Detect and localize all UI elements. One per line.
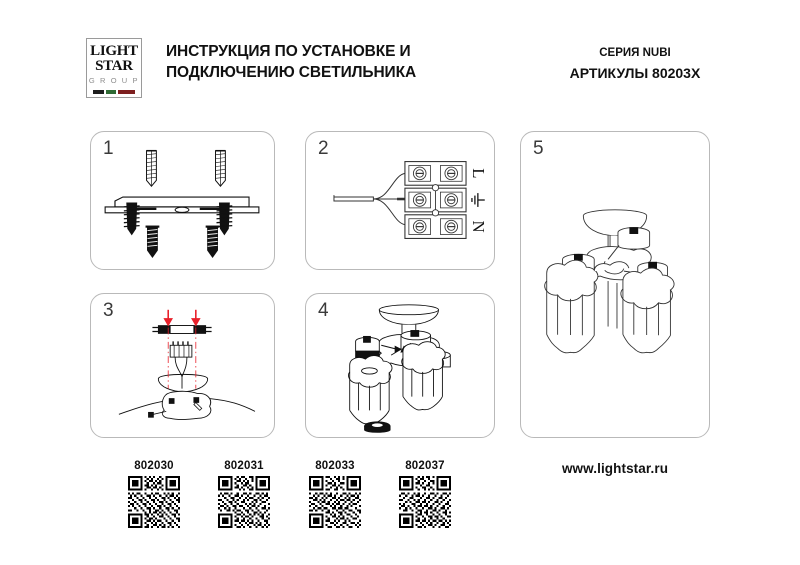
- panel-number-2: 2: [318, 138, 329, 159]
- logo-text-light: LIGHT: [90, 43, 138, 59]
- website-url[interactable]: www.lightstar.ru: [561, 461, 669, 476]
- terminal-label-live: L: [469, 168, 488, 178]
- instruction-panel-5: 5: [520, 131, 710, 438]
- assembly-arrow: [381, 344, 402, 353]
- series-label: СЕРИЯ NUBI: [599, 47, 671, 59]
- glass-shade-left: [544, 259, 599, 354]
- logo-text-star: STAR: [95, 58, 133, 74]
- page-title: ИНСТРУКЦИЯ ПО УСТАНОВКЕ И ПОДКЛЮЧЕНИЮ СВ…: [166, 41, 466, 83]
- qr-item-802030: 802030: [118, 460, 190, 528]
- direction-arrow-left: [163, 309, 173, 327]
- inserted-anchor-right: [216, 202, 233, 236]
- page-title-line-2: ПОДКЛЮЧЕНИЮ СВЕТИЛЬНИКА: [166, 64, 417, 81]
- connector-wires: [174, 357, 188, 389]
- qr-code-label: 802033: [315, 460, 355, 472]
- qr-code-icon[interactable]: [128, 476, 180, 528]
- panel-5-illustration: [544, 209, 675, 354]
- qr-code-label: 802030: [134, 460, 174, 472]
- mount-screw: [168, 397, 203, 411]
- glass-shade-left: [348, 355, 393, 425]
- direction-arrow-right: [191, 309, 201, 327]
- supply-cable: [333, 172, 406, 226]
- logo-color-bar: [93, 90, 135, 94]
- glass-shade-back: [593, 261, 630, 329]
- alignment-guides: [167, 327, 197, 389]
- panel-number-1: 1: [103, 138, 114, 159]
- mount-screw-side: [148, 410, 167, 418]
- instruction-panel-4: 4: [305, 293, 495, 438]
- qr-code-label: 802037: [405, 460, 445, 472]
- series-info: СЕРИЯ NUBI АРТИКУЛЫ 80203Х: [520, 44, 750, 84]
- article-label: АРТИКУЛЫ 80203Х: [569, 65, 701, 81]
- instruction-panel-2: 2: [305, 131, 495, 270]
- terminal-label-neutral: N: [469, 221, 488, 233]
- glass-shade-right: [620, 267, 675, 354]
- terminal-screw: [408, 218, 463, 235]
- panel-3-illustration: [118, 309, 256, 420]
- inserted-anchor-left: [123, 202, 140, 236]
- qr-code-icon[interactable]: [218, 476, 270, 528]
- qr-item-802033: 802033: [299, 460, 371, 528]
- panel-2-illustration: L N: [333, 161, 488, 239]
- earth-ground-icon: [471, 193, 485, 207]
- mounting-bracket-bar: [152, 325, 212, 334]
- qr-item-802037: 802037: [389, 460, 461, 528]
- wall-anchor-right: [215, 149, 226, 187]
- qr-code-icon[interactable]: [309, 476, 361, 528]
- panel-number-5: 5: [533, 138, 544, 159]
- instruction-panel-1: 1: [90, 131, 275, 270]
- lamp-socket-upper-right: [607, 227, 651, 260]
- qr-code-icon[interactable]: [399, 476, 451, 528]
- terminal-screw: [408, 165, 463, 182]
- instruction-panel-3: 3: [90, 293, 275, 438]
- fixing-nut: [364, 421, 391, 433]
- page-header: LIGHT STAR G R O U P ИНСТРУКЦИЯ ПО УСТАН…: [0, 0, 800, 112]
- qr-item-802031: 802031: [208, 460, 280, 528]
- terminal-screw: [408, 191, 463, 209]
- terminal-connector: [169, 341, 193, 358]
- terminal-block: [404, 161, 467, 239]
- lightstar-logo: LIGHT STAR G R O U P: [86, 38, 142, 98]
- wall-anchor-left: [146, 149, 157, 187]
- ceiling-mount-body: [161, 390, 212, 420]
- page-title-line-1: ИНСТРУКЦИЯ ПО УСТАНОВКЕ И: [166, 43, 411, 60]
- page-footer: 802030: [0, 452, 800, 552]
- panel-number-4: 4: [318, 300, 329, 321]
- screw-right: [205, 225, 220, 259]
- qr-code-label: 802031: [224, 460, 264, 472]
- glass-shade-right: [401, 341, 446, 411]
- panel-number-3: 3: [103, 300, 114, 321]
- panel-1-illustration: [104, 149, 260, 259]
- screw-left: [145, 225, 160, 259]
- logo-text-group: G R O U P: [88, 76, 140, 85]
- panel-4-illustration: [348, 304, 451, 433]
